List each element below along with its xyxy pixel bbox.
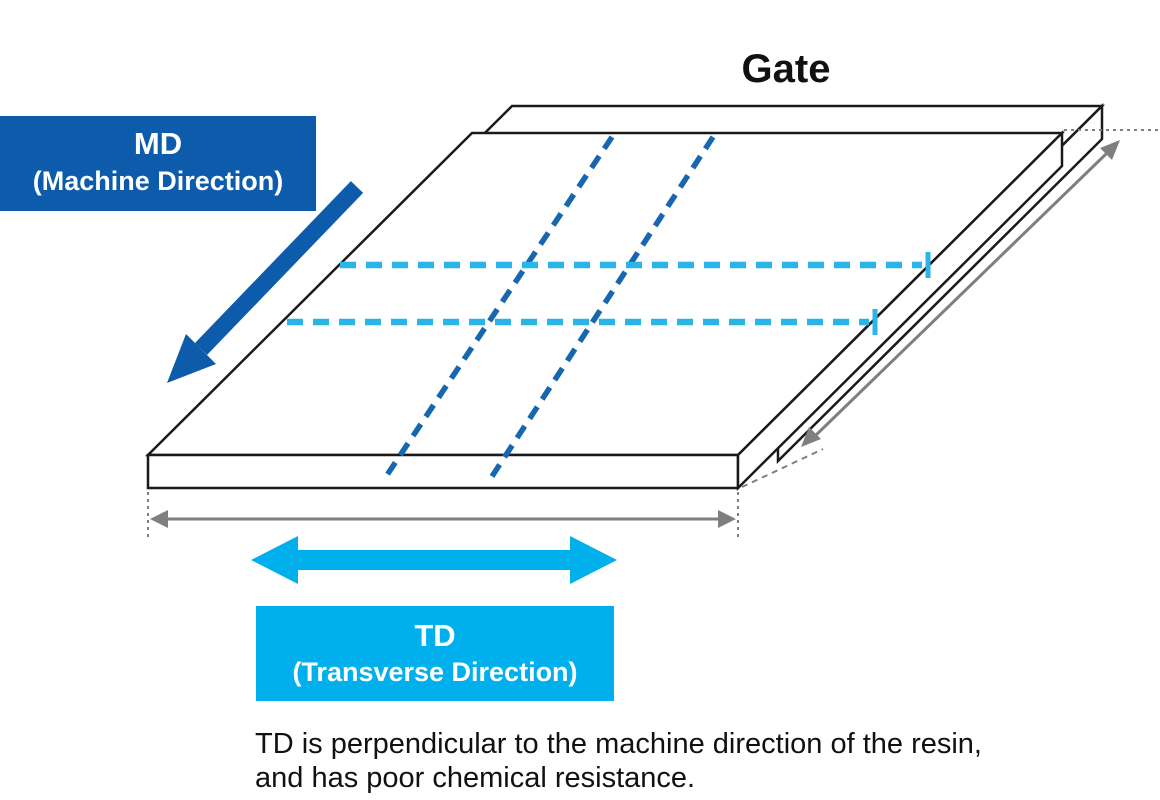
- td-direction-arrow: [251, 536, 617, 584]
- md-label-box: MD (Machine Direction): [0, 116, 316, 211]
- md-arrow-head: [167, 334, 216, 383]
- td-arrow-head-left: [251, 536, 298, 584]
- depth-measure-shaft: [813, 152, 1108, 438]
- md-label-background: [0, 116, 316, 211]
- md-label-subtitle: (Machine Direction): [33, 166, 284, 196]
- depth-measure-arrowhead-top: [1100, 140, 1120, 160]
- td-label-box: TD (Transverse Direction): [256, 606, 614, 701]
- front-plate-right-face: [736, 129, 1064, 492]
- td-label-subtitle: (Transverse Direction): [292, 657, 577, 687]
- td-arrow-head-right: [570, 536, 617, 584]
- front-plate: [144, 129, 1066, 492]
- caption: TD is perpendicular to the machine direc…: [255, 728, 982, 794]
- md-arrow-shaft: [194, 181, 364, 355]
- td-dashed-lines: [287, 252, 931, 335]
- caption-line-1: TD is perpendicular to the machine direc…: [255, 728, 982, 760]
- width-measure-arrowhead-left: [150, 510, 168, 528]
- front-plate-front-face: [146, 453, 740, 490]
- caption-line-2: and has poor chemical resistance.: [255, 762, 695, 794]
- td-label-title: TD: [414, 618, 455, 653]
- width-measure-arrow: [147, 492, 739, 538]
- md-label-title: MD: [134, 126, 182, 161]
- depth-extension-bottom: [741, 448, 824, 488]
- md-direction-arrow: [167, 181, 364, 383]
- width-measure-arrowhead-right: [718, 510, 736, 528]
- td-label-background: [256, 606, 614, 701]
- depth-measure-arrowhead-bottom: [801, 427, 821, 447]
- gate-label: Gate: [742, 47, 831, 91]
- depth-measure-arrow: [741, 129, 1158, 488]
